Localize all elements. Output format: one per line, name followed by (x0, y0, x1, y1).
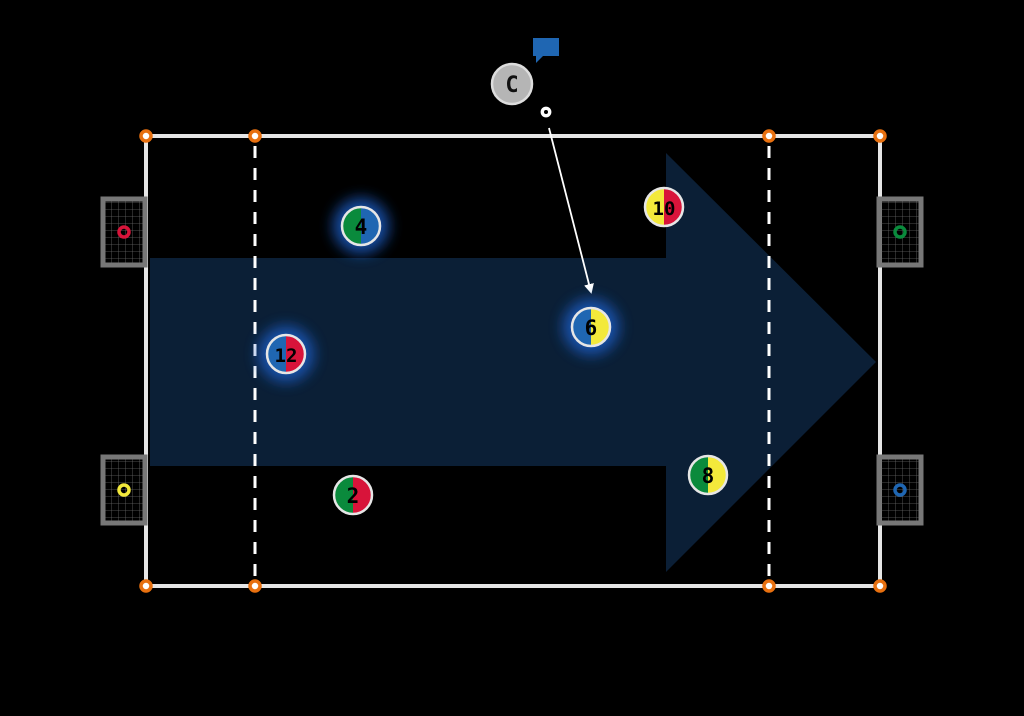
player-number: 6 (585, 316, 598, 340)
field-boundary (144, 134, 882, 588)
player-2[interactable]: 2 (332, 474, 374, 516)
cone-icon (873, 579, 887, 593)
cone-icon (139, 579, 153, 593)
goal-marker-icon (117, 483, 131, 497)
cone-icon (248, 129, 262, 143)
coach-label: C (505, 73, 518, 98)
goal-left-bottom (100, 454, 148, 526)
player-10[interactable]: 10 (643, 186, 685, 228)
goal-right-top (876, 196, 924, 268)
coach-token[interactable] (490, 62, 534, 106)
player-4[interactable]: 4 (333, 198, 389, 254)
pass-arrow (548, 127, 594, 294)
goal-left-top (100, 196, 148, 268)
goal-marker-icon (893, 225, 907, 239)
cone-icon (762, 129, 776, 143)
player-8[interactable]: 8 (687, 454, 729, 496)
player-12[interactable]: 12 (258, 326, 314, 382)
goal-marker-icon (117, 225, 131, 239)
ball-icon (539, 105, 553, 119)
direction-arrow (150, 153, 876, 572)
player-number: 12 (275, 345, 298, 367)
cone-icon (762, 579, 776, 593)
cone-icon (139, 129, 153, 143)
goal-right-bottom (876, 454, 924, 526)
cone-icon (248, 579, 262, 593)
player-number: 2 (347, 484, 360, 508)
player-number: 10 (653, 198, 676, 220)
player-number: 8 (702, 464, 715, 488)
player-6[interactable]: 6 (563, 299, 619, 355)
field (144, 134, 882, 588)
player-number: 4 (355, 215, 368, 239)
goal-marker-icon (893, 483, 907, 497)
coach[interactable]: C (490, 62, 534, 106)
chat-bubble-icon[interactable] (533, 38, 559, 63)
cone-icon (873, 129, 887, 143)
